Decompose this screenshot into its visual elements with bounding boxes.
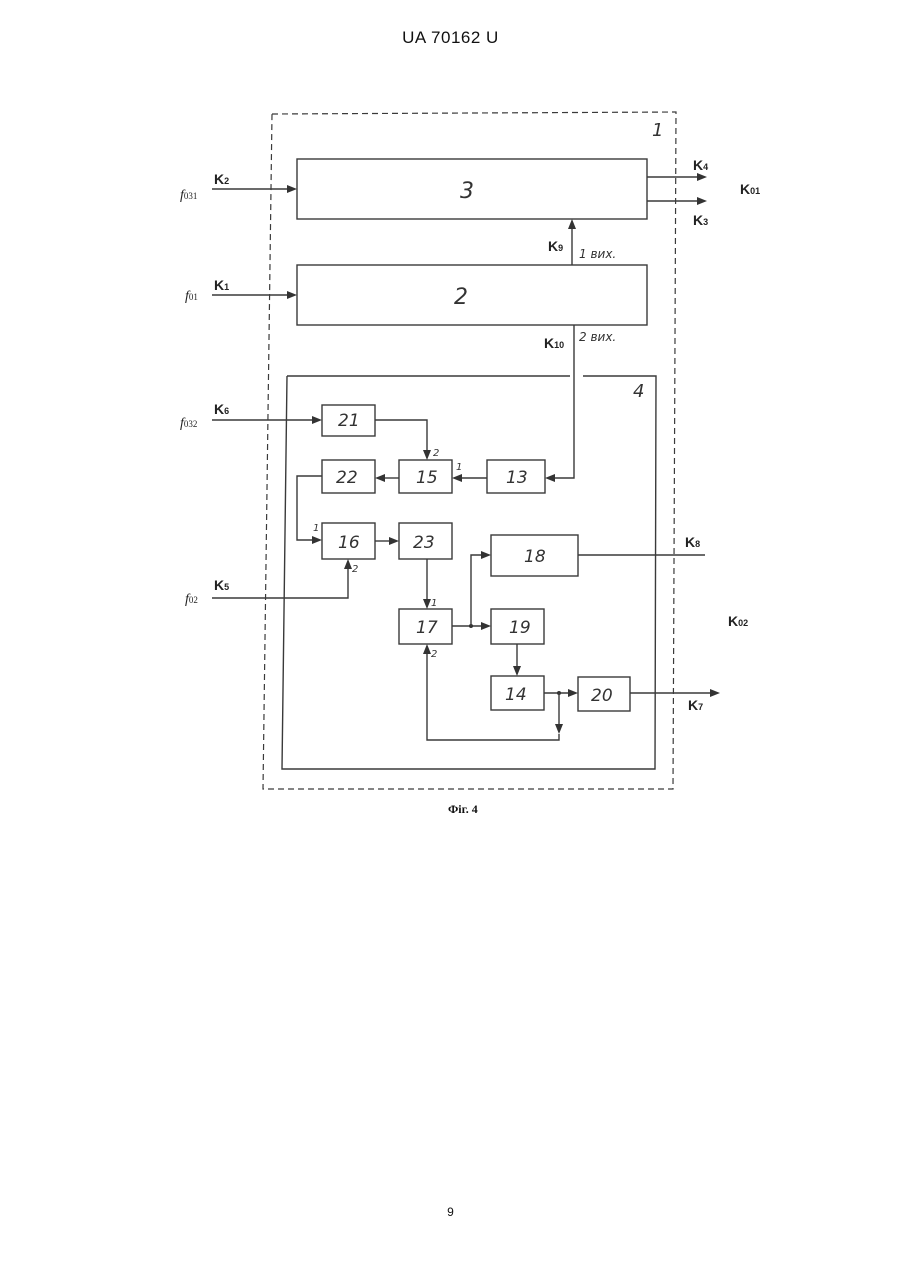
block-13-label: 13: [506, 468, 528, 488]
signal-k7: K7: [688, 697, 703, 713]
port-16-in1: 1: [313, 523, 319, 534]
signal-k4: K4: [693, 157, 708, 173]
block-20-label: 20: [591, 686, 613, 706]
signal-k8: K8: [685, 534, 700, 550]
signal-k1: K1: [214, 277, 229, 293]
signal-k5: K5: [214, 577, 229, 593]
signal-k2: K2: [214, 171, 229, 187]
page-number: 9: [0, 1205, 901, 1219]
block-4-frame: [282, 376, 656, 769]
signal-k01: K01: [740, 181, 760, 197]
output-2-label: 2 вих.: [579, 330, 616, 344]
block-3-label: 3: [460, 179, 474, 204]
signal-k3: K3: [693, 212, 708, 228]
block-4-label: 4: [633, 381, 644, 402]
signal-k10: K10: [544, 335, 564, 351]
connections: [212, 173, 720, 740]
block-22-label: 22: [336, 468, 358, 488]
block-19-label: 19: [509, 618, 531, 638]
block-18-label: 18: [524, 547, 546, 567]
port-17-in1: 1: [431, 598, 437, 609]
port-15-in1: 1: [456, 462, 462, 473]
block-14-label: 14: [505, 685, 527, 705]
input-f032: f032: [180, 416, 197, 431]
input-f02: f02: [185, 592, 198, 607]
signal-k02: K02: [728, 613, 748, 629]
block-15-label: 15: [416, 468, 438, 488]
block-21-label: 21: [338, 411, 360, 431]
block-2-label: 2: [454, 285, 468, 310]
signal-k6: K6: [214, 401, 229, 417]
port-15-in2: 2: [433, 448, 439, 459]
block-1-label: 1: [652, 120, 663, 141]
input-f01: f01: [185, 289, 198, 304]
output-1-label: 1 вих.: [579, 247, 616, 261]
block-17-label: 17: [416, 618, 438, 638]
port-16-in2: 2: [352, 564, 358, 575]
device-1-boundary: [263, 112, 676, 789]
block-23-label: 23: [413, 533, 435, 553]
port-17-in2: 2: [431, 649, 437, 660]
figure-caption: Фіг. 4: [448, 802, 478, 816]
signal-k9: K9: [548, 238, 563, 254]
block-2: [297, 265, 647, 325]
input-f031: f031: [180, 188, 197, 203]
block-16-label: 16: [338, 533, 360, 553]
